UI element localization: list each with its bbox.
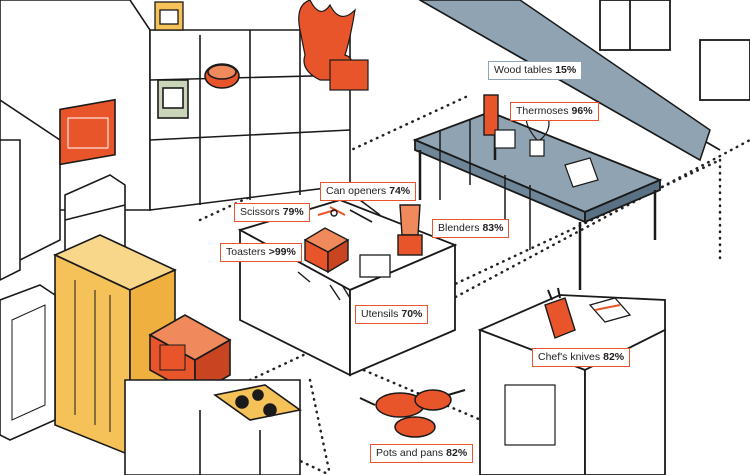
label-toasters: Toasters>99% xyxy=(220,243,302,262)
thermos xyxy=(483,94,499,136)
label-percent: 15% xyxy=(555,64,577,76)
knife-block xyxy=(544,287,576,339)
blue-wall-stripe xyxy=(418,0,711,162)
label-name: Utensils xyxy=(361,308,399,320)
label-percent: 96% xyxy=(571,105,593,117)
label-percent: 70% xyxy=(401,308,423,320)
label-percent: >99% xyxy=(268,246,296,258)
label-name: Can openers xyxy=(326,185,387,197)
cutting-board xyxy=(588,297,632,323)
back-shelves xyxy=(0,0,351,211)
bottom-counter xyxy=(124,379,302,475)
plant xyxy=(298,0,369,91)
label-percent: 82% xyxy=(603,351,625,363)
label-name: Chef's knives xyxy=(538,351,601,363)
table-plant xyxy=(494,108,550,157)
label-percent: 82% xyxy=(446,447,468,459)
island xyxy=(237,199,458,377)
label-name: Blenders xyxy=(438,222,480,234)
label-percent: 74% xyxy=(389,185,411,197)
white-cabinet xyxy=(0,284,56,441)
pots-and-pans xyxy=(359,389,466,438)
coffee-maker xyxy=(154,1,184,31)
utensils xyxy=(297,199,381,301)
dining-table xyxy=(412,111,663,290)
blender xyxy=(397,204,423,256)
label-percent: 79% xyxy=(282,206,304,218)
label-name: Wood tables xyxy=(494,64,553,76)
label-name: Scissors xyxy=(240,206,280,218)
label-name: Pots and pans xyxy=(376,447,444,459)
toaster xyxy=(303,227,350,274)
label-name: Toasters xyxy=(226,246,266,258)
label-name: Thermoses xyxy=(516,105,569,117)
label-percent: 83% xyxy=(482,222,504,234)
papers xyxy=(564,157,599,188)
